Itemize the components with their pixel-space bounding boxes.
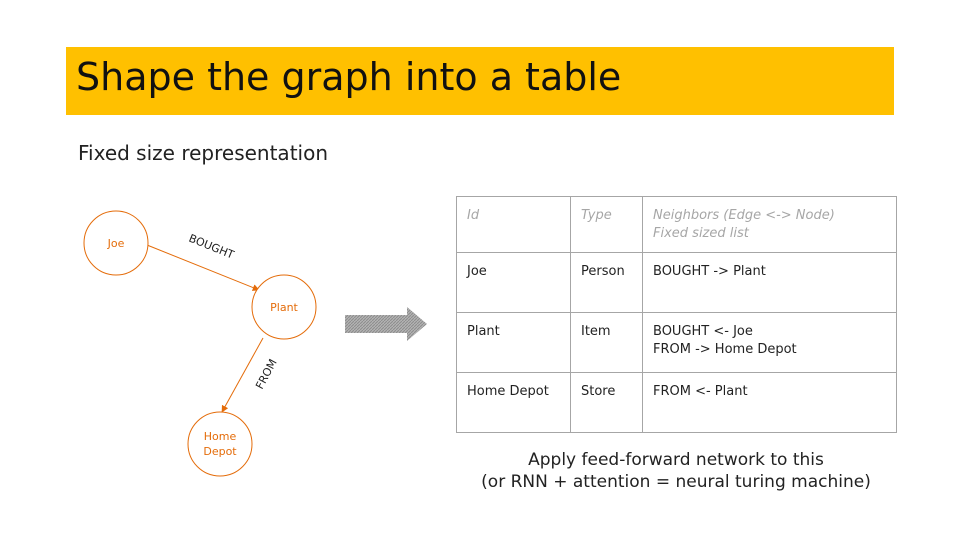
header-neighbors-line1: Neighbors (Edge <-> Node) — [653, 208, 835, 223]
header-id: Id — [456, 196, 571, 253]
cell-neighbors: FROM <- Plant — [642, 372, 897, 433]
title-bar: Shape the graph into a table — [66, 47, 894, 115]
table-row: Plant Item BOUGHT <- Joe FROM -> Home De… — [456, 312, 897, 373]
right-arrow-icon — [345, 307, 427, 341]
edge-bought — [146, 244, 260, 291]
cell-id: Home Depot — [456, 372, 571, 433]
edge-from — [221, 337, 264, 413]
caption-line1: Apply feed-forward network to this — [528, 450, 824, 470]
header-neighbors: Neighbors (Edge <-> Node) Fixed sized li… — [642, 196, 897, 253]
node-label-home-depot-line1: Home — [204, 430, 237, 443]
cell-type: Store — [570, 372, 643, 433]
node-home-depot — [187, 411, 253, 477]
cell-type: Person — [570, 252, 643, 313]
cell-id: Plant — [456, 312, 571, 373]
node-label-plant: Plant — [270, 301, 298, 314]
cell-neighbors: BOUGHT -> Plant — [642, 252, 897, 313]
table-header-row: Id Type Neighbors (Edge <-> Node) Fixed … — [456, 196, 897, 253]
table-row: Joe Person BOUGHT -> Plant — [456, 252, 897, 313]
edge-label-bought: BOUGHT — [187, 232, 236, 262]
table-row: Home Depot Store FROM <- Plant — [456, 372, 897, 433]
cell-type: Item — [570, 312, 643, 373]
node-joe — [83, 210, 149, 276]
cell-neighbors: BOUGHT <- Joe FROM -> Home Depot — [642, 312, 897, 373]
caption-line2: (or RNN + attention = neural turing mach… — [481, 472, 871, 492]
representation-table: Id Type Neighbors (Edge <-> Node) Fixed … — [456, 196, 897, 433]
page-subtitle: Fixed size representation — [78, 141, 328, 165]
node-label-joe: Joe — [107, 237, 125, 250]
node-plant — [251, 274, 317, 340]
header-type: Type — [570, 196, 643, 253]
caption: Apply feed-forward network to this (or R… — [456, 449, 896, 493]
header-neighbors-line2: Fixed sized list — [653, 226, 749, 241]
page-title: Shape the graph into a table — [76, 55, 622, 99]
node-label-home-depot-line2: Depot — [203, 445, 237, 458]
edge-label-from: FROM — [253, 357, 280, 391]
cell-id: Joe — [456, 252, 571, 313]
